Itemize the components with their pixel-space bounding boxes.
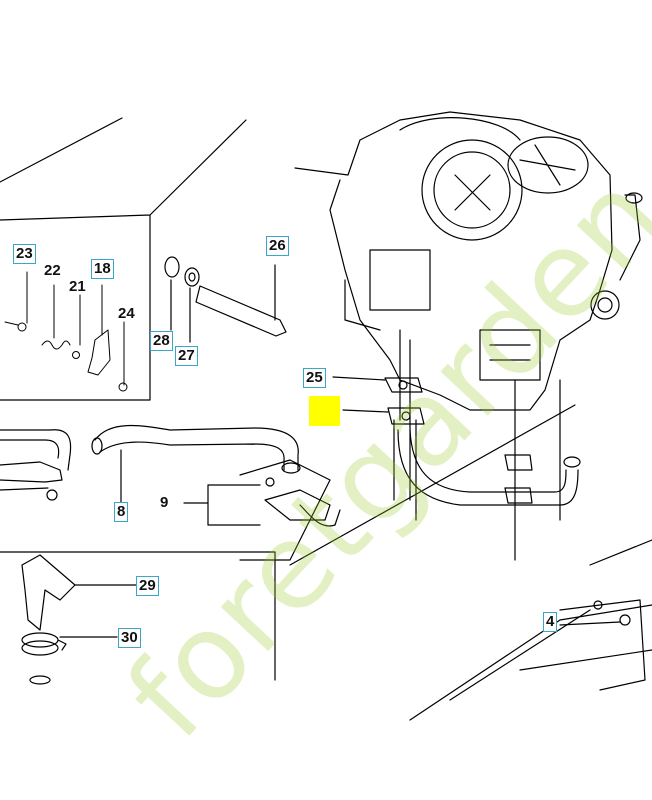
detail-panel-border-2	[0, 551, 276, 681]
callout-8: 8	[114, 502, 129, 522]
intake-parts-29-30	[21, 554, 139, 685]
highlighted-callout	[309, 396, 340, 426]
callout-21: 21	[69, 278, 86, 295]
exhaust-gasket-part-25	[289, 376, 581, 566]
callout-30: 30	[118, 628, 141, 648]
callout-28: 28	[150, 331, 173, 351]
frame-part-4	[409, 539, 652, 721]
bracket-part-9	[183, 459, 341, 561]
callout-26: 26	[266, 236, 289, 256]
linkage-parts	[4, 271, 128, 392]
shaft-part-26	[164, 256, 287, 343]
callout-9: 9	[160, 494, 169, 511]
callout-18: 18	[91, 259, 114, 279]
callout-29: 29	[136, 576, 159, 596]
callout-25: 25	[303, 368, 326, 388]
callout-23: 23	[13, 244, 36, 264]
callout-24: 24	[118, 305, 135, 322]
fuel-tube-part-8	[0, 425, 301, 506]
engine-body	[294, 111, 643, 561]
callout-22: 22	[44, 262, 61, 279]
callout-4: 4	[543, 612, 558, 632]
detail-panel-border	[0, 117, 247, 401]
callout-27: 27	[175, 346, 198, 366]
